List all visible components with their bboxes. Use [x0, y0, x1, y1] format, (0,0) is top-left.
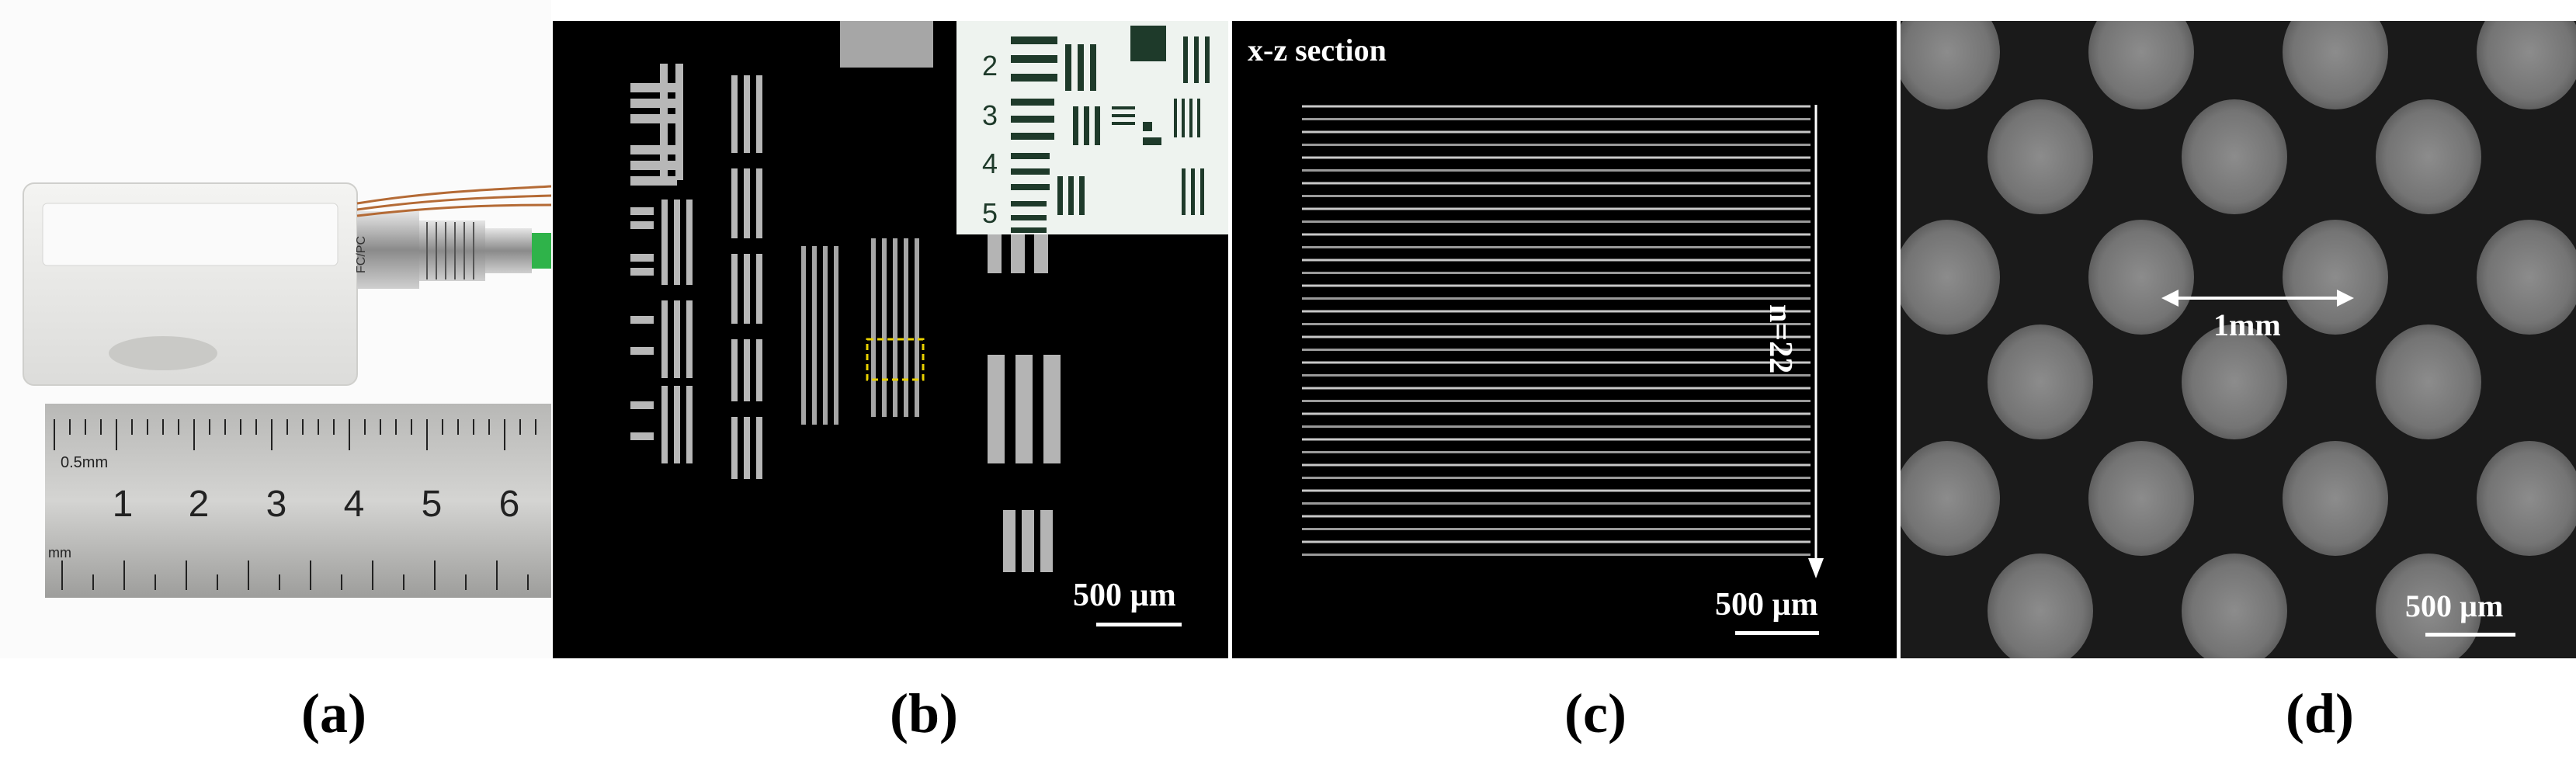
distance-label: 1mm [2213, 307, 2281, 342]
dot [1901, 441, 2000, 556]
scale-bar [1735, 631, 1819, 635]
dot [2283, 220, 2388, 335]
copper-wires [356, 185, 551, 217]
dot [1988, 554, 2093, 658]
dot [2283, 441, 2388, 556]
reflection-lines [1302, 105, 1810, 556]
ruler-number: 3 [266, 484, 287, 525]
scale-bar [1096, 623, 1182, 626]
dot [1988, 99, 2093, 214]
panel-c-xz-section: x-z section n=22 500 µm [1232, 21, 1897, 658]
arrow-left-icon [2161, 290, 2178, 307]
scale-bar-label: 500 µm [1073, 578, 1176, 613]
dot [2182, 99, 2287, 214]
ruler-number: 2 [189, 484, 210, 525]
dot-array-image [1901, 21, 2576, 658]
ruler-number: 1 [113, 484, 134, 525]
inset-number: 5 [982, 197, 998, 229]
probe-photo-drawing: 1 2 3 4 5 6 0.5mm mm FC/PC [23, 182, 551, 598]
dot [2477, 441, 2576, 556]
dots [1901, 21, 2576, 658]
caption-c: (c) [1564, 682, 1626, 744]
scale-bar [2425, 633, 2515, 637]
dot [2182, 554, 2287, 658]
target-bars-left [630, 64, 762, 479]
dot [2477, 21, 2576, 109]
zoom-region-box [866, 338, 925, 381]
probe-housing [23, 182, 358, 386]
arrow-head-icon [1808, 558, 1824, 578]
scale-bar-label: 500 µm [2405, 588, 2504, 623]
dot [2477, 220, 2576, 335]
dot [2283, 21, 2388, 109]
dot [2376, 324, 2481, 439]
panel-d-dot-array: 1mm 500 µm [1901, 21, 2576, 658]
count-label: n=22 [1762, 304, 1798, 374]
dot [2376, 554, 2481, 658]
inset-number: 4 [982, 148, 998, 179]
dot [1901, 220, 2000, 335]
panel-b-resolution-target: 2 3 4 5 500 µm [553, 21, 1228, 658]
target-bars-right [988, 215, 1061, 572]
ruler-number: 6 [499, 484, 520, 525]
caption-b: (b) [890, 682, 958, 744]
ruler-number: 5 [422, 484, 443, 525]
inset-number: 3 [982, 99, 998, 131]
target-image: 2 3 4 5 [630, 21, 1228, 572]
target-bars-center [801, 21, 933, 425]
section-title: x-z section [1248, 33, 1387, 68]
arrow-right-icon [2337, 290, 2354, 307]
panel-a-photo: 1 2 3 4 5 6 0.5mm mm FC/PC [0, 0, 551, 658]
inset-number: 2 [982, 50, 998, 82]
dot [2088, 21, 2194, 109]
ruler-top-label: 0.5mm [61, 454, 108, 471]
ruler-number: 4 [344, 484, 365, 525]
caption-d: (d) [2286, 682, 2354, 744]
target-inset-photo: 2 3 4 5 [956, 21, 1228, 234]
dot [2088, 220, 2194, 335]
connector-label: FC/PC [355, 236, 368, 273]
fiber-connector [357, 211, 551, 289]
dot [2182, 324, 2287, 439]
xz-section-image [1302, 105, 1824, 578]
caption-a: (a) [301, 682, 366, 744]
dot [2376, 99, 2481, 214]
ruler: 1 2 3 4 5 6 0.5mm mm [45, 404, 551, 598]
dot [2088, 441, 2194, 556]
scale-bar-label: 500 µm [1715, 587, 1818, 623]
ruler-bottom-label: mm [48, 545, 71, 560]
dot [1901, 21, 2000, 109]
dot [1988, 324, 2093, 439]
